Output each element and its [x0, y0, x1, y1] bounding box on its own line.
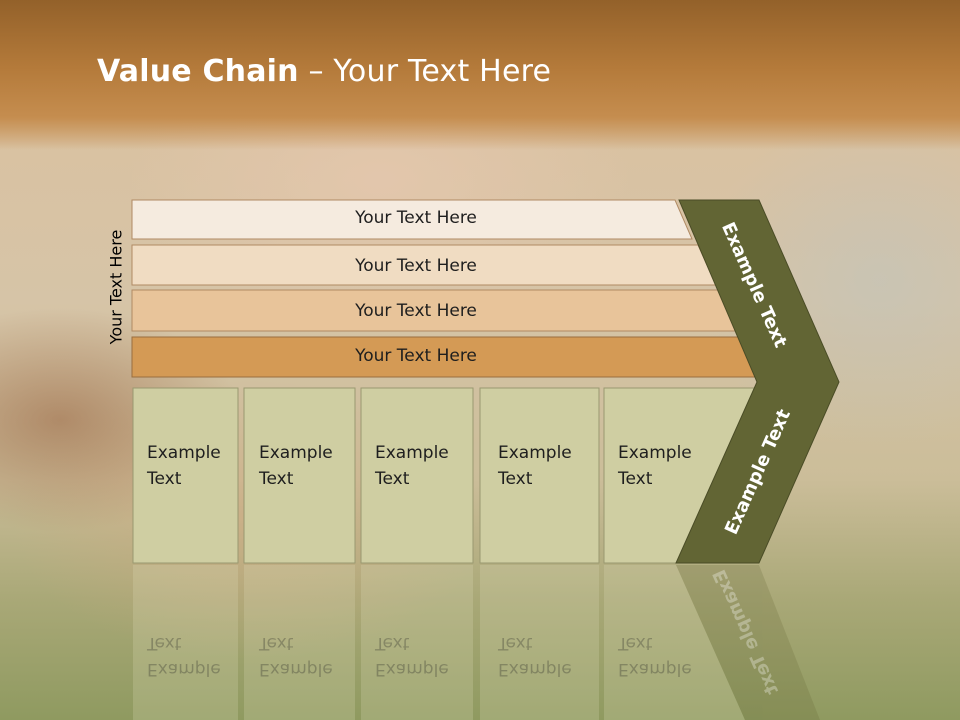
bar-1-shape[interactable]: [131, 199, 693, 240]
column-3-label-reflection: Example Text: [375, 630, 449, 682]
column-3-line1: Example: [375, 443, 449, 463]
column-3-line2: Text: [375, 469, 410, 489]
column-4-reflection: [480, 565, 599, 720]
column-3-shape[interactable]: [360, 387, 474, 564]
column-2-line1: Example: [259, 443, 333, 463]
column-5-label-reflection: Example Text: [618, 630, 692, 682]
column-4-reflection-line2: Text: [498, 633, 533, 653]
column-1-line2: Text: [147, 469, 182, 489]
chevron-reflection: [676, 565, 820, 720]
column-4-line2: Text: [498, 469, 533, 489]
column-1-reflection-line2: Text: [147, 633, 182, 653]
column-2-reflection-line1: Example: [259, 659, 333, 679]
slide-title: Value Chain – Your Text Here: [97, 54, 551, 89]
column-5-reflection-line2: Text: [618, 633, 653, 653]
column-1-label-reflection: Example Text: [147, 630, 221, 682]
column-1-reflection-line1: Example: [147, 659, 221, 679]
column-1-shape[interactable]: [132, 387, 239, 564]
column-2-reflection: [244, 565, 355, 720]
column-4-shape[interactable]: [479, 387, 600, 564]
reflection-group: [133, 565, 820, 720]
column-3-reflection-line1: Example: [375, 659, 449, 679]
column-2-reflection-line2: Text: [259, 633, 294, 653]
column-5-line2: Text: [618, 469, 653, 489]
bar-4-label: Your Text Here: [355, 346, 477, 366]
title-rest: – Your Text Here: [298, 54, 552, 89]
column-3-reflection: [361, 565, 473, 720]
column-2-shape[interactable]: [243, 387, 356, 564]
bar-3-label: Your Text Here: [355, 301, 477, 321]
column-5-line1: Example: [618, 443, 692, 463]
chevron-shape[interactable]: [675, 199, 840, 564]
column-1-reflection: [133, 565, 238, 720]
column-2-line2: Text: [259, 469, 294, 489]
bar-2-label: Your Text Here: [355, 256, 477, 276]
column-1-line1: Example: [147, 443, 221, 463]
column-3-reflection-line2: Text: [375, 633, 410, 653]
title-band: [0, 0, 960, 150]
column-4-line1: Example: [498, 443, 572, 463]
column-2-label-reflection: Example Text: [259, 630, 333, 682]
column-4-reflection-line1: Example: [498, 659, 572, 679]
column-5-reflection: [604, 565, 745, 720]
column-4-label-reflection: Example Text: [498, 630, 572, 682]
column-5-reflection-line1: Example: [618, 659, 692, 679]
title-bold: Value Chain: [97, 54, 299, 89]
bar-1-label: Your Text Here: [355, 208, 477, 228]
